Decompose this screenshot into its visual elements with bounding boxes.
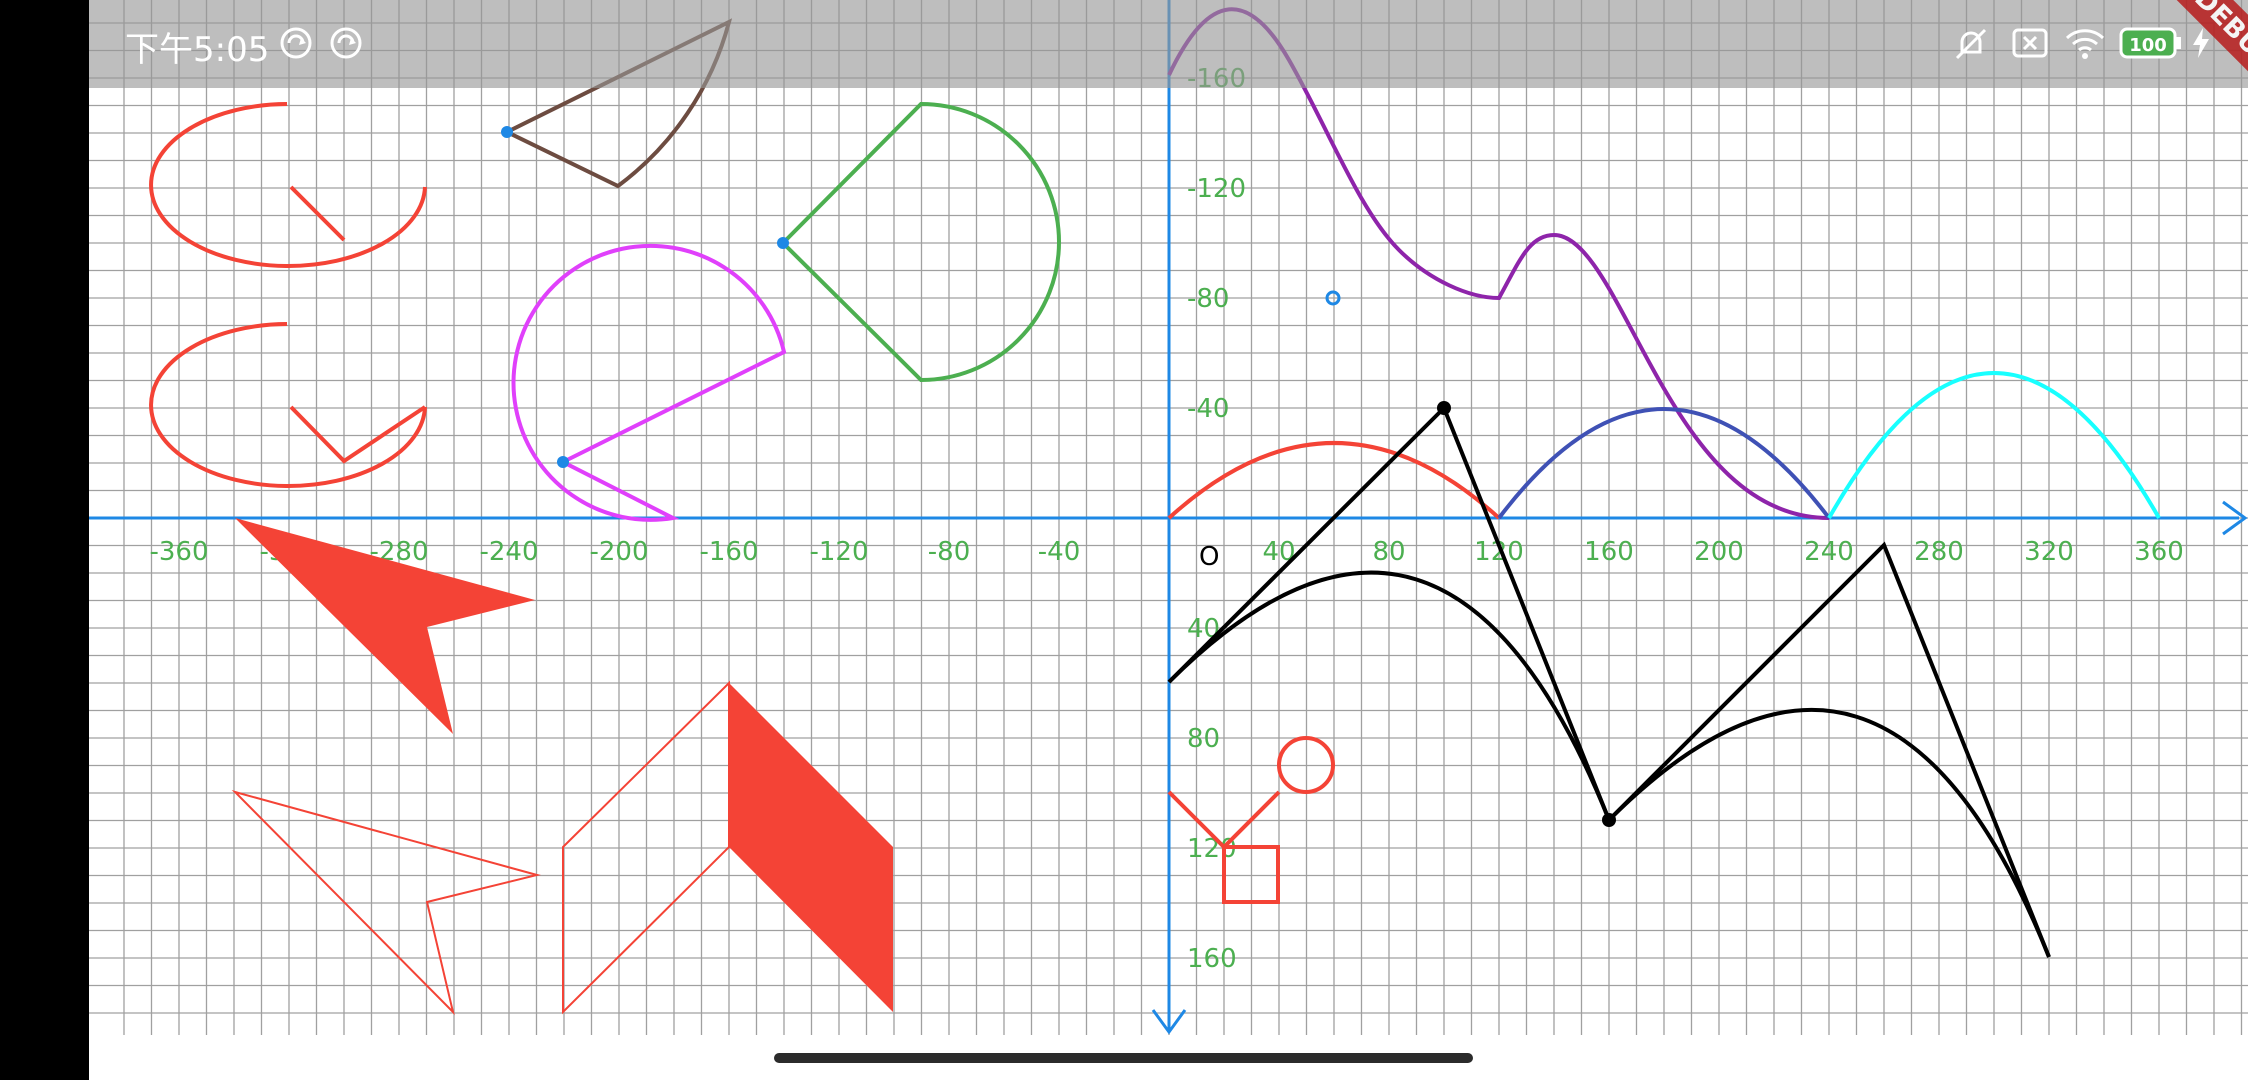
green-sector [780,101,1061,383]
y-tick-label: -80 [1187,284,1229,314]
mute-icon [1955,28,1987,60]
red-filled-parallelogram [729,683,893,1012]
x-tick-label: -160 [699,537,758,567]
x-tick-label: -80 [928,537,970,567]
x-tick-label: -360 [149,537,208,567]
battery-level-text: 100 [2129,35,2167,56]
brown-sector-center-point [501,126,513,138]
cyan-arc [1827,371,2161,519]
sim-card-icon [2012,28,2048,58]
red-outline-arrow [231,790,541,1016]
axes-group [89,0,2248,1035]
x-tick-label: 200 [1694,537,1744,567]
status-bar: 下午5:05 100 [89,0,2248,88]
red-arc-shape-2 [149,322,427,488]
red-arc-shape-1 [149,102,427,268]
origin-label: O [1199,542,1219,572]
x-tick-label: 160 [1584,537,1634,567]
y-tick-label: 160 [1187,944,1237,974]
green-sector-center-point [777,237,789,249]
x-axis-arrow-icon [2222,500,2248,536]
coordinate-plane: -360-320-280-240-200-160-120-80-40408012… [89,0,2248,1035]
left-black-bar [0,0,89,1080]
home-indicator[interactable] [774,1053,1473,1063]
purple-control-point [1325,290,1341,306]
red-symbol-group [1167,736,1335,904]
x-tick-label: -120 [809,537,868,567]
black-control-point-2 [1602,813,1616,827]
red-arc-near-origin [1167,441,1501,520]
battery-icon: 100 [2119,27,2181,59]
x-tick-label: 80 [1372,537,1405,567]
x-tick-label: 320 [2024,537,2074,567]
sync-icon [330,27,362,59]
x-tick-label: -40 [1038,537,1080,567]
wifi-icon [2065,29,2105,59]
status-time: 下午5:05 [125,30,270,70]
x-tick-label: 240 [1804,537,1854,567]
y-axis-arrow-icon [1151,1009,1187,1035]
indigo-arc [1497,407,1831,520]
x-tick-label: 360 [2134,537,2184,567]
charging-bolt-icon [2193,28,2209,58]
x-tick-label: 280 [1914,537,1964,567]
magenta-sector-center-point [557,456,569,468]
red-filled-arrow [235,518,535,734]
y-tick-label: 80 [1187,724,1220,754]
x-tick-label: -200 [589,537,648,567]
y-tick-label: -120 [1187,174,1246,204]
y-tick-label: -40 [1187,394,1229,424]
x-tick-label: -240 [479,537,538,567]
sync-icon [280,27,312,59]
black-control-point-1 [1437,401,1451,415]
drawing-canvas[interactable]: -360-320-280-240-200-160-120-80-40408012… [89,0,2248,1080]
magenta-sector [511,243,787,522]
